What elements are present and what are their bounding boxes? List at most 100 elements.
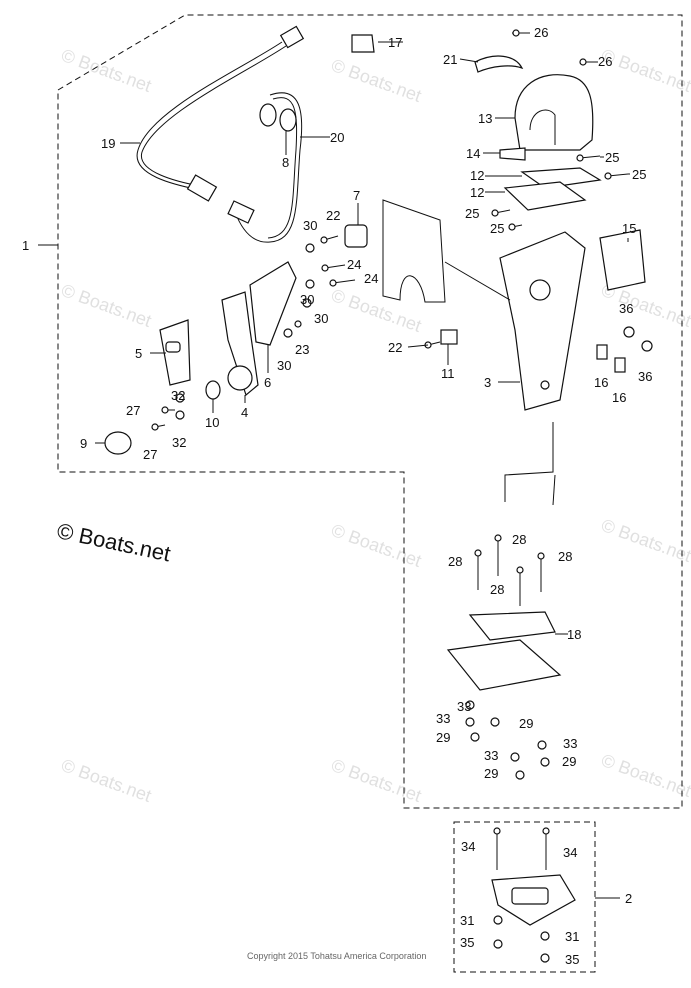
part-label: 18: [567, 627, 581, 642]
part-label: 28: [512, 532, 526, 547]
assembly-outline: [38, 14, 683, 973]
part-label: 9: [80, 436, 87, 451]
harness-20: [227, 92, 303, 243]
part-label: 33: [436, 711, 450, 726]
part-14: [499, 147, 526, 161]
part-label: 30: [300, 292, 314, 307]
part-12b: [503, 181, 587, 211]
part-label: 34: [461, 839, 475, 854]
part-label: 25: [605, 150, 619, 165]
part-16b: [614, 357, 626, 373]
gasket-plate: [446, 639, 562, 691]
part-3: [499, 231, 586, 411]
part-label: 29: [562, 754, 576, 769]
part-label: 30: [277, 358, 291, 373]
part-label: 35: [565, 952, 579, 967]
part-label: 34: [563, 845, 577, 860]
part-label: 1: [22, 238, 29, 253]
part-label: 21: [443, 52, 457, 67]
part-label: 25: [632, 167, 646, 182]
part-label: 10: [205, 415, 219, 430]
part-17: [351, 34, 375, 53]
part-label: 30: [314, 311, 328, 326]
part-labels: 1 2 3 4 5 6 7 8 9 10 11 12 12 13 14 15 1…: [22, 25, 652, 967]
part-label: 16: [612, 390, 626, 405]
part-label: 25: [490, 221, 504, 236]
watermark: © Boats.net: [329, 755, 424, 806]
part-label: 33: [563, 736, 577, 751]
part-label: 36: [638, 369, 652, 384]
part-9: [104, 431, 132, 455]
part-label: 16: [594, 375, 608, 390]
watermark: © Boats.net: [59, 755, 154, 806]
part-label: 20: [330, 130, 344, 145]
part-label: 11: [441, 366, 455, 381]
part-label: 32: [171, 388, 185, 403]
watermark: © Boats.net: [599, 45, 691, 96]
part-label: 33: [457, 699, 471, 714]
part-label: 35: [460, 935, 474, 950]
part-label: 36: [619, 301, 633, 316]
part-21: [474, 55, 524, 73]
part-label: 17: [388, 35, 402, 50]
assembly-2: [491, 827, 576, 963]
part-label: 5: [135, 346, 142, 361]
part-7: [344, 224, 368, 248]
part-label: 33: [484, 748, 498, 763]
leader-lines: [95, 32, 630, 635]
part-label: 28: [448, 554, 462, 569]
fasteners: [151, 29, 629, 431]
harness-19: [136, 25, 305, 202]
part-36b: [641, 340, 653, 352]
watermark: © Boats.net: [329, 520, 424, 571]
part-label: 25: [465, 206, 479, 221]
part-label: 12: [470, 185, 484, 200]
watermark: © Boats.net: [59, 280, 154, 331]
part-10: [205, 380, 221, 400]
part-label: 13: [478, 111, 492, 126]
part-label: 26: [534, 25, 548, 40]
part-label: 28: [490, 582, 504, 597]
lower-assembly: [446, 422, 562, 780]
part-label: 30: [303, 218, 317, 233]
part-label: 31: [565, 929, 579, 944]
part-label: 12: [470, 168, 484, 183]
part-label: 28: [558, 549, 572, 564]
part-label: 23: [295, 342, 309, 357]
watermark: © Boats.net: [599, 750, 691, 801]
part-label: 3: [484, 375, 491, 390]
part-label: 29: [436, 730, 450, 745]
part-13: [514, 74, 594, 151]
watermark: © Boats.net: [59, 45, 154, 96]
part-label: 26: [598, 54, 612, 69]
part-label: 15: [622, 221, 636, 236]
part-label: 27: [126, 403, 140, 418]
part-12a: [520, 167, 602, 189]
part-label: 6: [264, 375, 271, 390]
part-label: 32: [172, 435, 186, 450]
part-label: 29: [484, 766, 498, 781]
part-label: 8: [282, 155, 289, 170]
part-label: 29: [519, 716, 533, 731]
part-6: [249, 261, 297, 346]
watermark: © Boats.net: [329, 55, 424, 106]
part-label: 24: [347, 257, 361, 272]
watermark: © Boats.net: [329, 285, 424, 336]
copyright-notice: Copyright 2015 Tohatsu America Corporati…: [247, 951, 427, 961]
watermark: © Boats.net: [599, 515, 691, 566]
part-label: 24: [364, 271, 378, 286]
part-label: 31: [460, 913, 474, 928]
part-label: 22: [326, 208, 340, 223]
gasket-sheet: [382, 199, 446, 303]
part-label: 27: [143, 447, 157, 462]
part-label: 14: [466, 146, 480, 161]
part-label: 2: [625, 891, 632, 906]
part-label: 19: [101, 136, 115, 151]
part-label: 22: [388, 340, 402, 355]
part-16a: [596, 344, 608, 360]
part-label: 4: [241, 405, 248, 420]
part-15: [599, 229, 646, 291]
part-label: 7: [353, 188, 360, 203]
part-36a: [623, 326, 635, 338]
